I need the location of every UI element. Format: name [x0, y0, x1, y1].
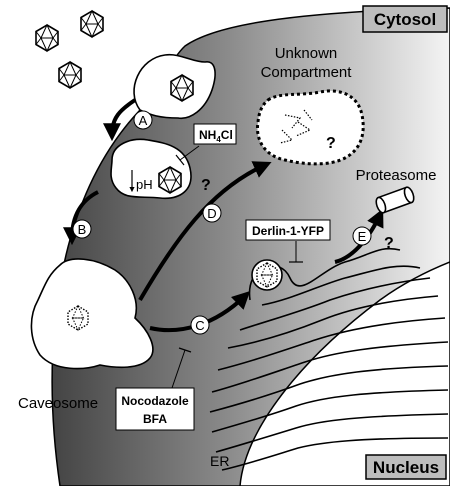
virus-icon: [80, 10, 104, 38]
degraded-virus-fragments: [279, 109, 313, 144]
virus-icon: [58, 61, 82, 89]
virus-icon: [35, 24, 59, 52]
step-a-circle: [133, 110, 153, 130]
arrow-a: [103, 98, 137, 142]
derlin-box: [245, 219, 331, 241]
derlin-label: Derlin-1-YFP: [252, 224, 324, 238]
step-d-label: D: [207, 206, 216, 221]
step-e-label: E: [358, 229, 367, 244]
cytosol-label-box: [362, 5, 448, 33]
caveosome: [30, 258, 154, 370]
nh4cl-box: [193, 123, 237, 145]
nh4cl-label-base: NH: [199, 128, 216, 142]
unknown-compartment: [255, 89, 365, 166]
nh4cl-label-tail: Cl: [221, 128, 233, 142]
endosome-vesicle: [110, 138, 192, 199]
step-a-label: A: [139, 113, 148, 128]
arrow-b: [63, 190, 99, 246]
path-e-question-mark: ?: [384, 235, 394, 252]
arrow-e: [334, 208, 384, 264]
nh4cl-label-subscript: 4: [216, 135, 221, 144]
unknown-compartment-label-line1: Unknown: [275, 45, 338, 62]
nocodazole-bfa-box: [115, 387, 195, 431]
proteasome-label: Proteasome: [356, 167, 437, 184]
nh4cl-label: NH4Cl: [199, 128, 233, 144]
caveosome-label: Caveosome: [18, 395, 98, 412]
path-d-question-mark: ?: [201, 177, 211, 194]
step-e-circle: [352, 226, 372, 246]
step-c-label: C: [195, 318, 204, 333]
bfa-label: BFA: [143, 412, 167, 426]
arrow-d: [138, 161, 272, 302]
nucleus-label: Nucleus: [373, 458, 439, 477]
step-b-circle: [72, 219, 92, 239]
nocodazole-inhibit-bar: [178, 347, 192, 353]
er-label: ER: [210, 453, 229, 469]
er-cisternae: [209, 247, 449, 471]
nh4cl-inhibit-bar: [175, 154, 185, 166]
proteasome-icon: [375, 186, 415, 214]
nucleus-label-box: [365, 454, 447, 480]
nocodazole-inhibit-line: [171, 349, 186, 389]
step-d-circle: [202, 203, 222, 223]
unknown-question-mark: ?: [326, 135, 336, 152]
nocodazole-label: Nocodazole: [121, 394, 189, 408]
cytosol-label: Cytosol: [374, 10, 436, 29]
ph-label: pH: [136, 177, 153, 192]
nh4cl-inhibit-line: [179, 145, 200, 161]
step-c-circle: [190, 315, 210, 335]
step-b-label: B: [78, 222, 87, 237]
unknown-compartment-label-line2: Compartment: [261, 64, 353, 81]
